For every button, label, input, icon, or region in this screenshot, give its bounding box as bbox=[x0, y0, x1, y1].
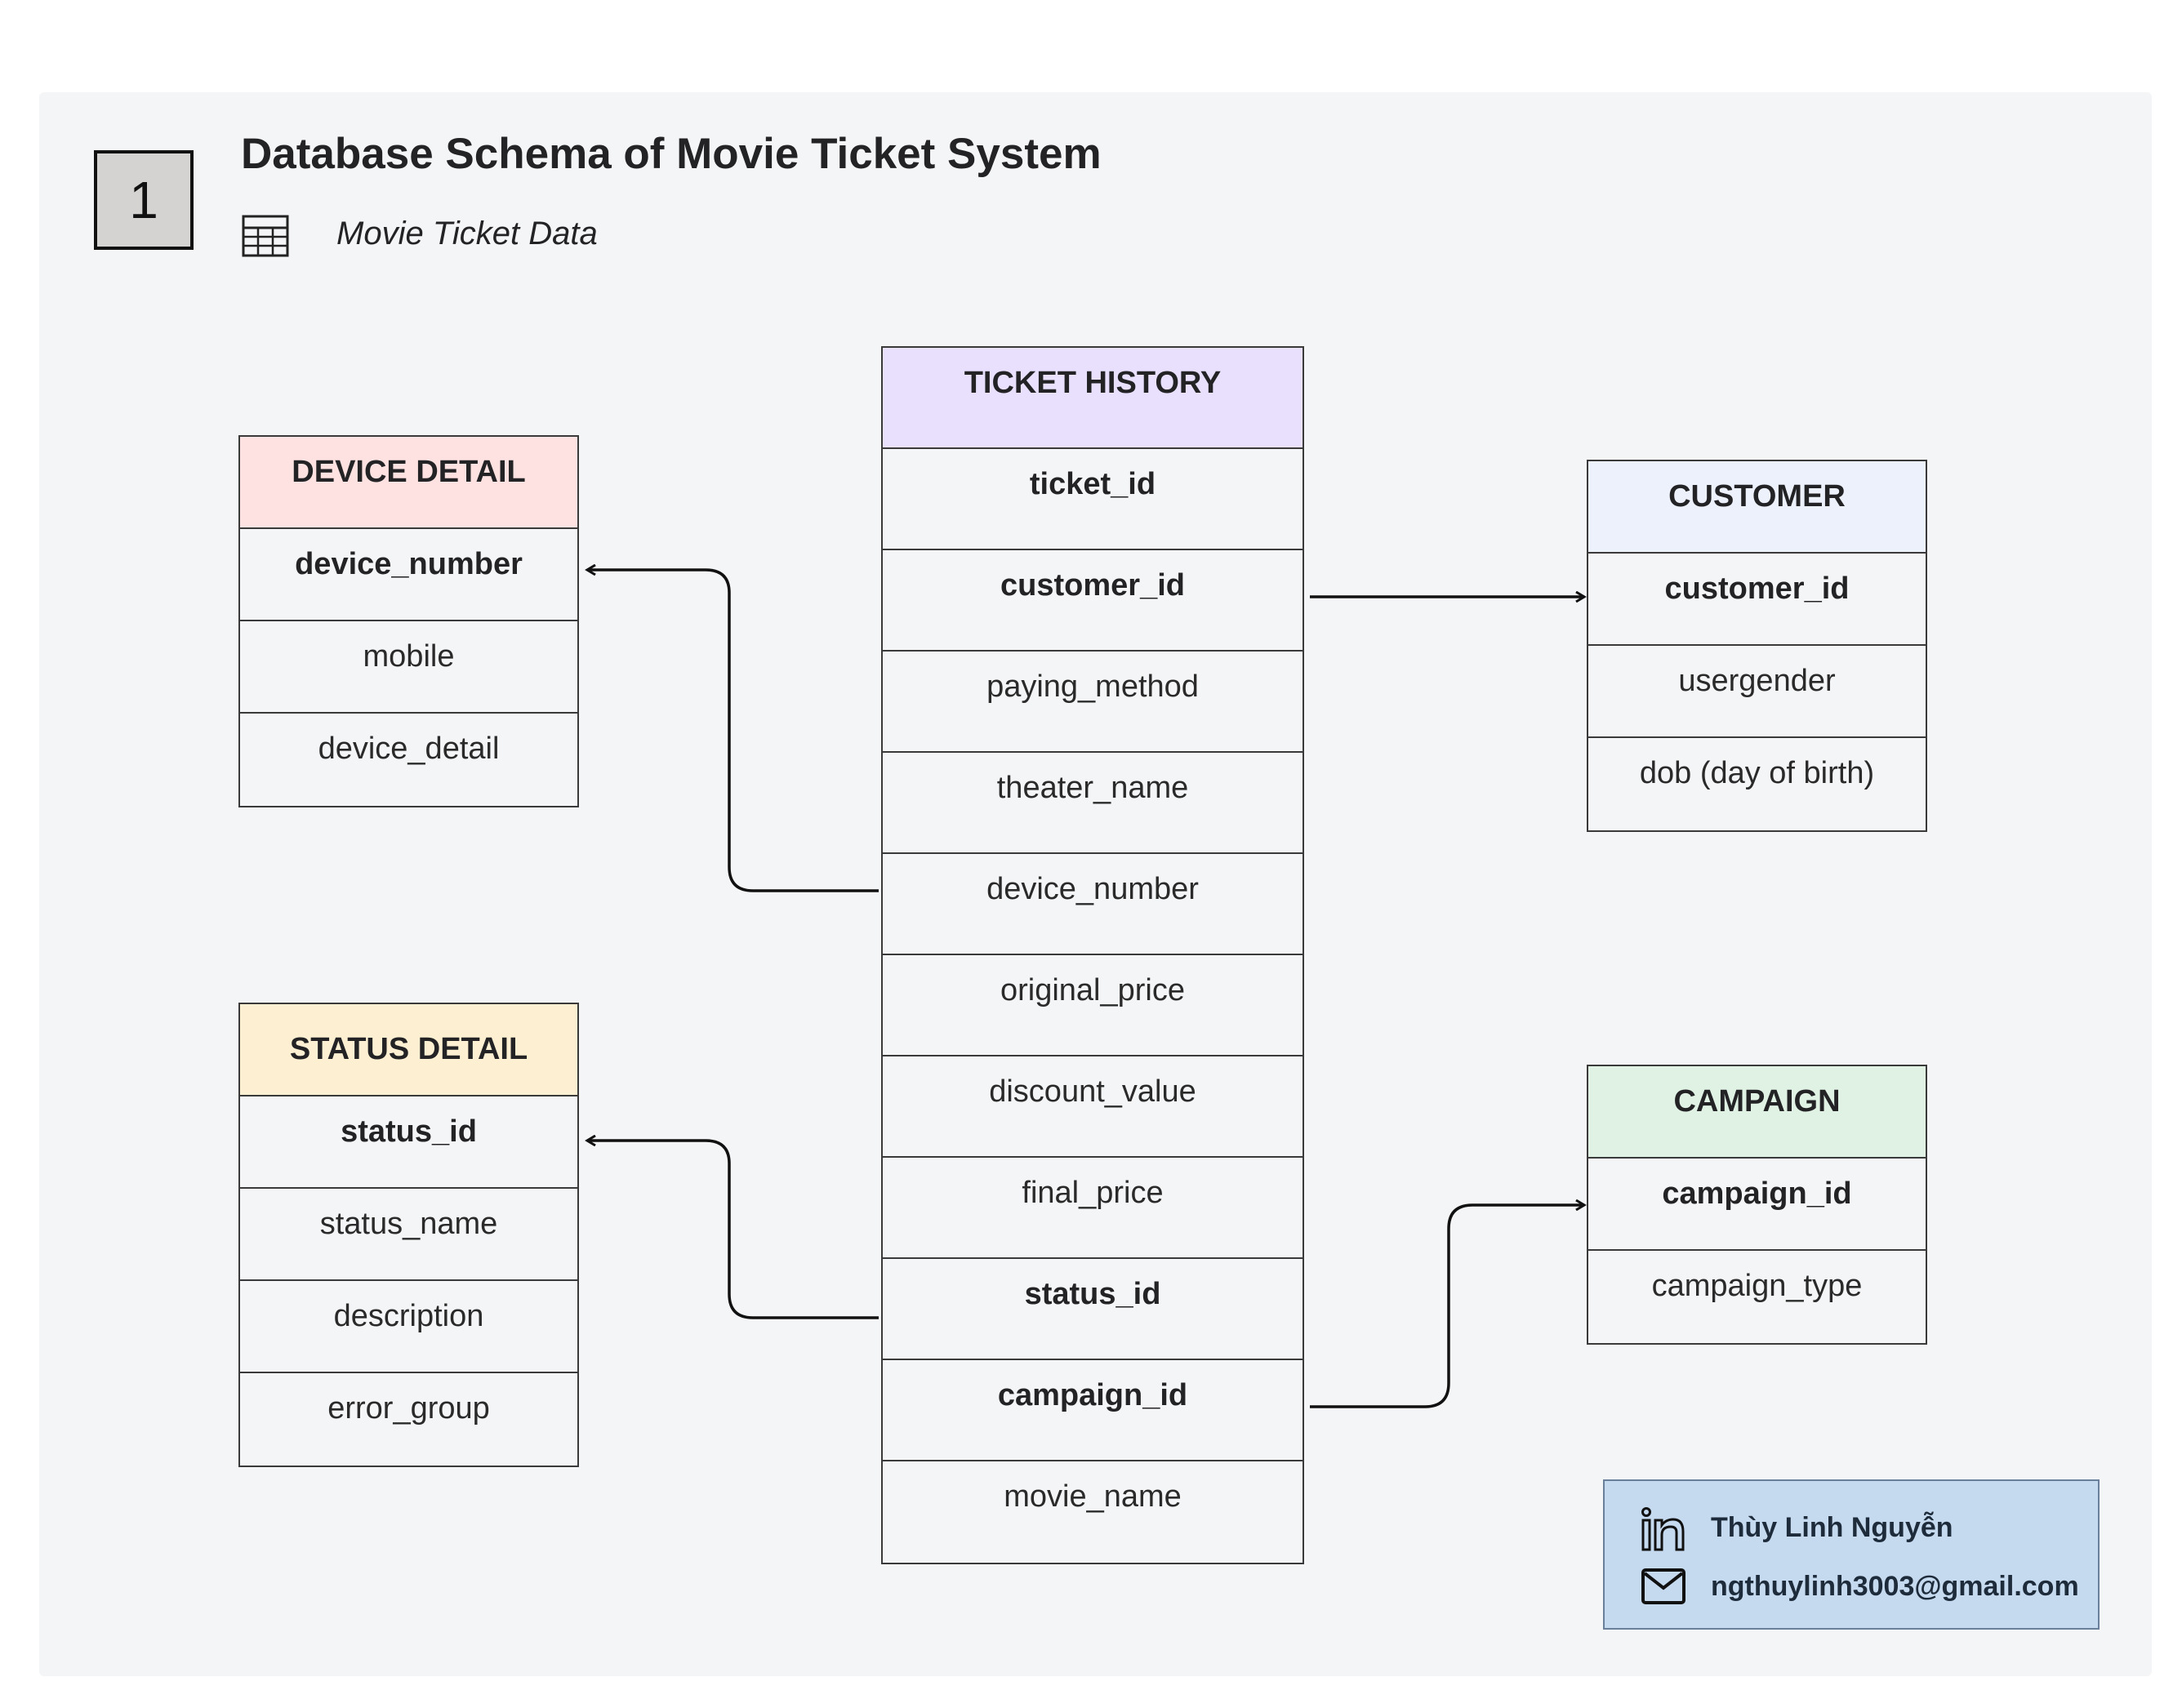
field-campaign-type: campaign_type bbox=[1651, 1269, 1863, 1303]
entity-status-detail: STATUS DETAIL status_id status_name desc… bbox=[238, 1003, 579, 1467]
field-usergender: usergender bbox=[1588, 646, 1926, 738]
contact-card: Thùy Linh Nguyễn ngthuylinh3003@gmail.co… bbox=[1603, 1479, 2100, 1630]
entity-campaign: CAMPAIGN campaign_id campaign_type bbox=[1587, 1065, 1927, 1345]
field-paying-method: paying_method bbox=[883, 652, 1303, 753]
step-badge: 1 bbox=[94, 150, 194, 250]
field-campaign-id: campaign_id bbox=[1588, 1159, 1926, 1251]
field-theater-name: theater_name bbox=[883, 753, 1303, 854]
linkedin-icon bbox=[1641, 1507, 1685, 1551]
field-original-price: original_price bbox=[883, 955, 1303, 1056]
mail-icon bbox=[1641, 1568, 1685, 1604]
page-title: Database Schema of Movie Ticket System bbox=[241, 130, 1102, 178]
field-device-number: device_number bbox=[240, 529, 577, 621]
entity-header: CUSTOMER bbox=[1588, 461, 1926, 554]
entity-header: DEVICE DETAIL bbox=[240, 437, 577, 529]
field-description: description bbox=[240, 1281, 577, 1373]
field-customer-id: customer_id bbox=[1588, 554, 1926, 646]
entity-device-detail: DEVICE DETAIL device_number mobile devic… bbox=[238, 435, 579, 807]
field-movie-name: movie_name bbox=[1004, 1479, 1182, 1514]
entity-customer: CUSTOMER customer_id usergender dob (day… bbox=[1587, 460, 1927, 832]
field-device-detail: device_detail bbox=[318, 732, 500, 766]
field-status-id: status_id bbox=[883, 1259, 1303, 1360]
field-final-price: final_price bbox=[883, 1158, 1303, 1259]
page-subtitle: Movie Ticket Data bbox=[336, 216, 598, 251]
field-customer-id: customer_id bbox=[883, 550, 1303, 652]
field-dob: dob (day of birth) bbox=[1639, 756, 1875, 790]
field-campaign-id: campaign_id bbox=[883, 1360, 1303, 1461]
contact-name: Thùy Linh Nguyễn bbox=[1711, 1512, 1953, 1543]
entity-header: STATUS DETAIL bbox=[240, 1004, 577, 1096]
entity-header: TICKET HISTORY bbox=[883, 348, 1303, 449]
field-mobile: mobile bbox=[240, 621, 577, 714]
field-status-id: status_id bbox=[240, 1096, 577, 1189]
entity-ticket-history: TICKET HISTORY ticket_id customer_id pay… bbox=[881, 346, 1304, 1564]
contact-email[interactable]: ngthuylinh3003@gmail.com bbox=[1711, 1571, 2079, 1602]
field-device-number: device_number bbox=[883, 854, 1303, 955]
field-status-name: status_name bbox=[240, 1189, 577, 1281]
field-ticket-id: ticket_id bbox=[883, 449, 1303, 550]
entity-header: CAMPAIGN bbox=[1588, 1066, 1926, 1159]
table-icon bbox=[242, 215, 289, 257]
field-discount-value: discount_value bbox=[883, 1056, 1303, 1158]
field-error-group: error_group bbox=[327, 1391, 490, 1426]
